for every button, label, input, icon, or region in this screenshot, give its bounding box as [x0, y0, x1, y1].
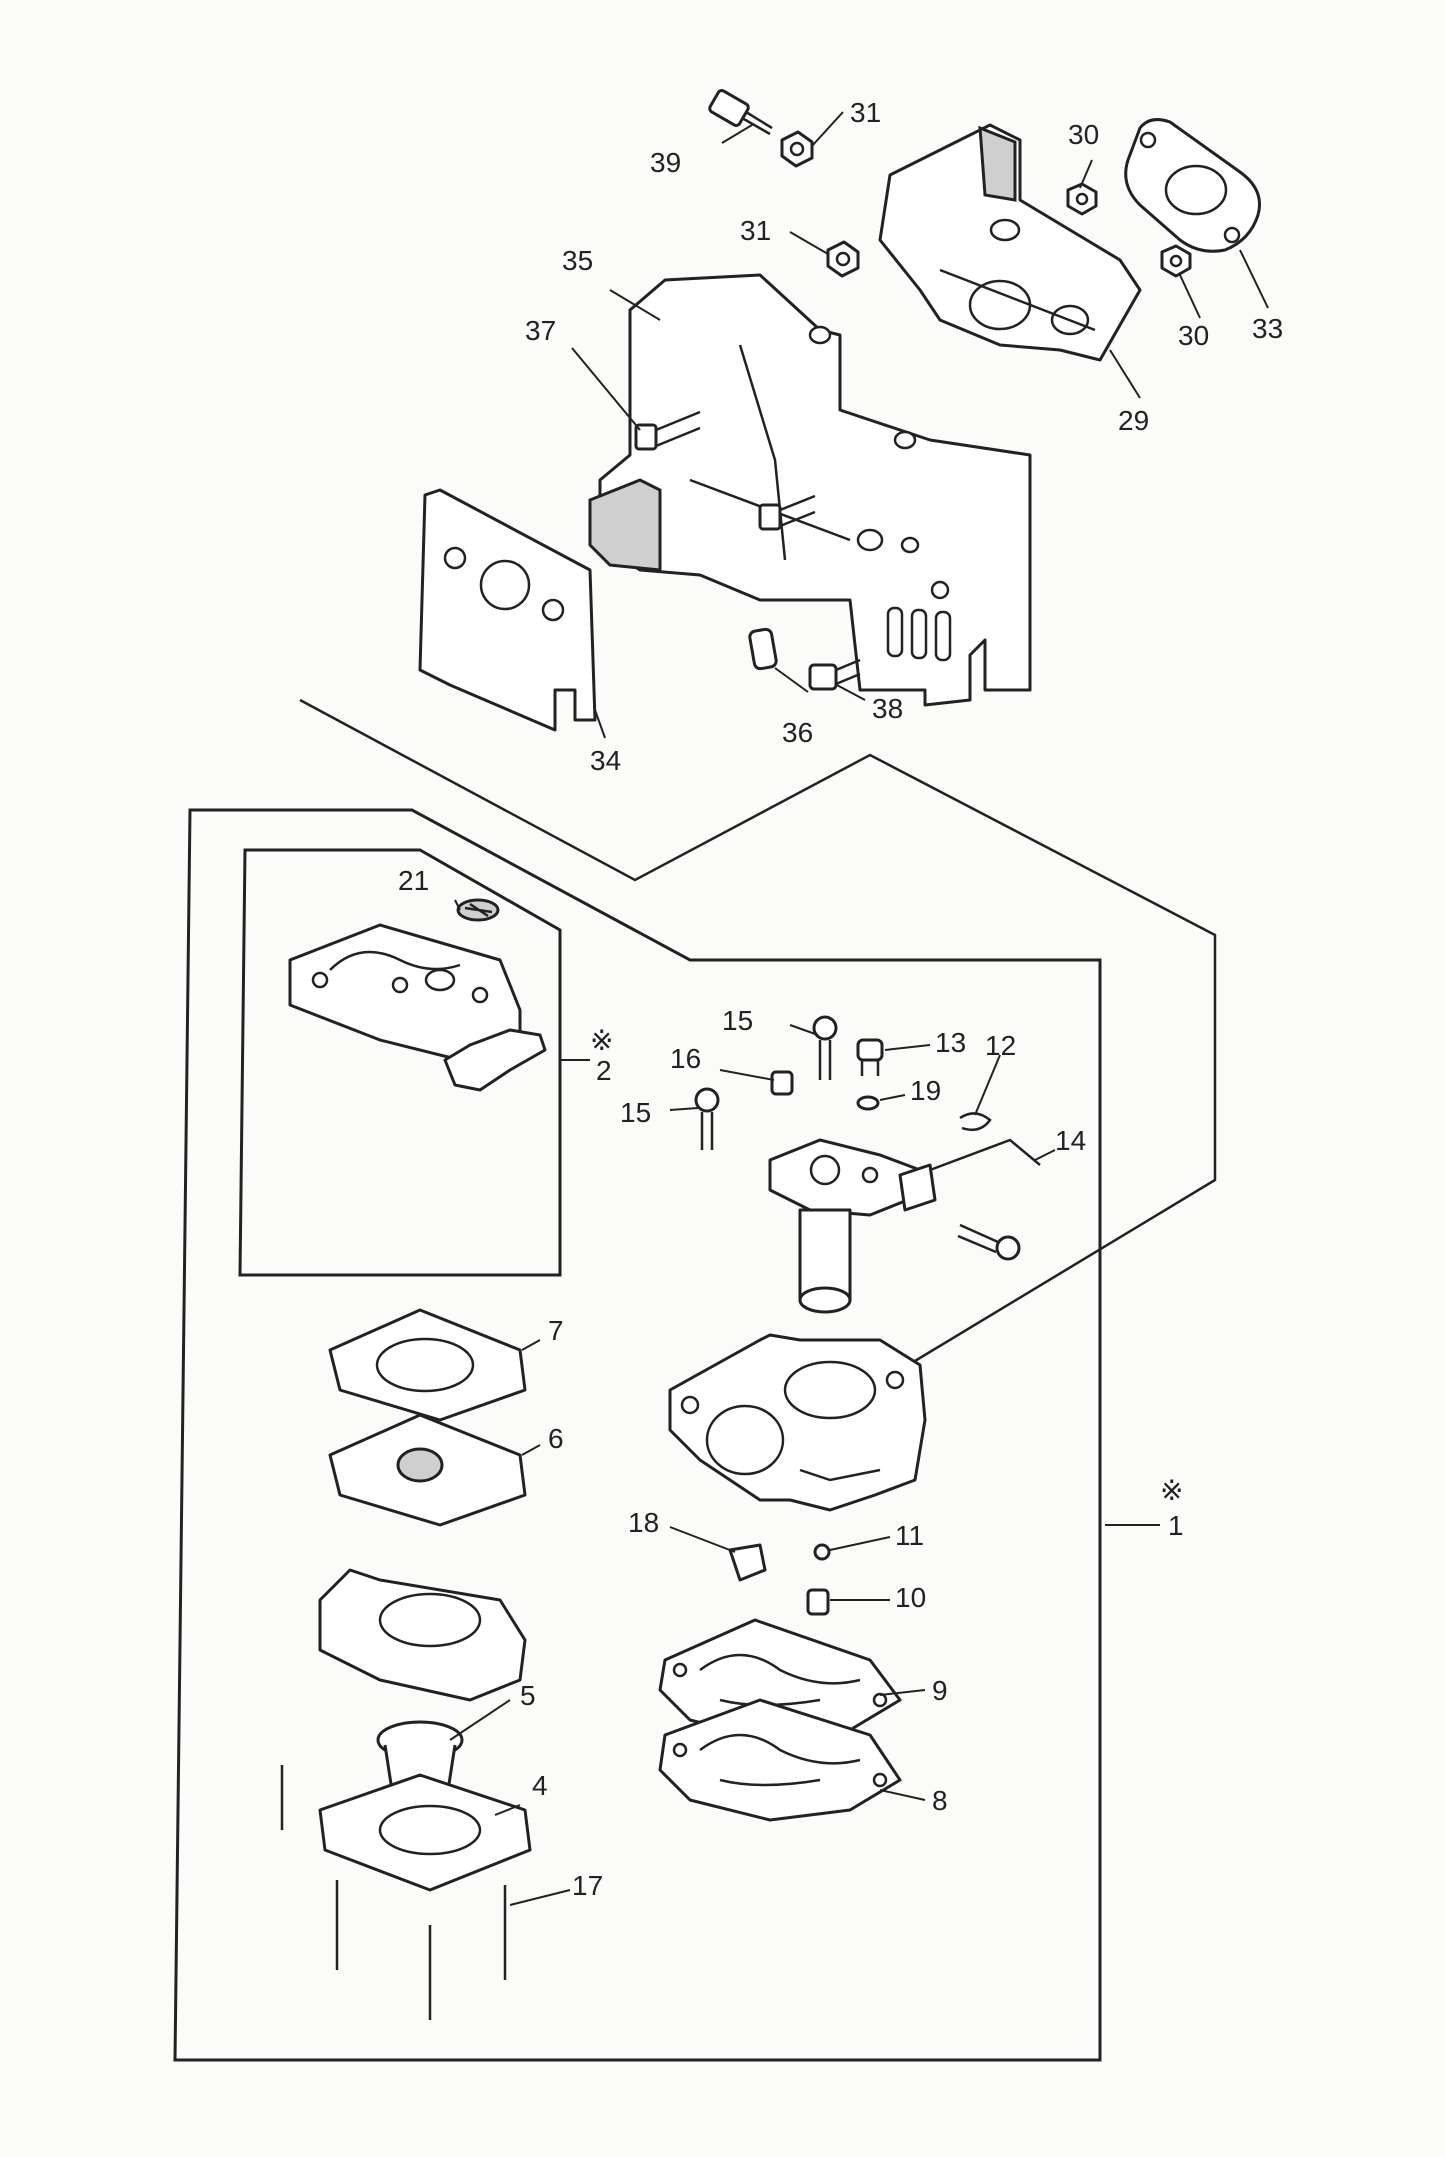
part-9-gasket: [658, 1618, 902, 1742]
part-21-filter-screen: [456, 898, 500, 922]
callout-19: 19: [910, 1075, 941, 1106]
callout-12: 12: [985, 1030, 1016, 1061]
callout-38: 38: [872, 693, 903, 724]
callout-8: 8: [932, 1785, 948, 1816]
part-screw-right: [957, 1223, 1021, 1261]
part-15-screw-upper: [812, 1015, 838, 1080]
callout-16: 16: [670, 1043, 701, 1074]
callout-10: 10: [895, 1582, 926, 1613]
callout-6: 6: [548, 1423, 564, 1454]
callout-5: 5: [520, 1680, 536, 1711]
part-pump-body: [318, 1568, 527, 1702]
part-throttle-lever: [768, 1138, 937, 1314]
part-carburetor-body: [668, 1333, 927, 1512]
callout-7: 7: [548, 1315, 564, 1346]
callout-14: 14: [1055, 1125, 1086, 1156]
part-34-gasket-plate: [418, 488, 597, 732]
part-18-plug: [728, 1543, 767, 1582]
callout-2: 2: [596, 1055, 612, 1086]
part-31-nut-upper: [780, 130, 814, 168]
callout-17: 17: [572, 1870, 603, 1901]
part-7-gasket: [328, 1308, 527, 1422]
callout-31-lower: 31: [740, 215, 771, 246]
part-19-washer: [856, 1095, 880, 1111]
callout-21: 21: [398, 865, 429, 896]
part-4-cover: [318, 1773, 532, 1892]
assembly-frame-1: [173, 808, 1102, 2062]
part-30-nut-upper: [1066, 182, 1098, 216]
part-37-bolt-upper: [634, 410, 701, 451]
callout-35: 35: [562, 245, 593, 276]
part-12-clip: [959, 1112, 992, 1131]
part-6-diaphragm: [328, 1413, 527, 1527]
callout-18: 18: [628, 1507, 659, 1538]
callout-39: 39: [650, 147, 681, 178]
callout-31-upper: 31: [850, 97, 881, 128]
callout-34: 34: [590, 745, 621, 776]
part-2-pump-cover: [288, 923, 547, 1092]
callout-29: 29: [1118, 405, 1149, 436]
callout-33: 33: [1252, 313, 1283, 344]
boundary-line-upper: [299, 698, 1217, 1372]
part-31-nut-lower: [826, 240, 860, 278]
callout-1: 1: [1168, 1510, 1184, 1541]
part-14-shaft: [929, 1138, 1041, 1172]
assembly-frame-2: [238, 848, 562, 1277]
part-33-gasket: [1124, 118, 1261, 253]
part-35-air-cleaner-body: [588, 273, 1032, 707]
part-15-screw-left: [694, 1087, 720, 1150]
callout-37: 37: [525, 315, 556, 346]
part-30-nut-lower: [1160, 244, 1192, 278]
callout-30-upper: 30: [1068, 119, 1099, 150]
callout-2-mark: ※: [590, 1025, 613, 1056]
callout-36: 36: [782, 717, 813, 748]
part-10-jet: [806, 1588, 830, 1616]
part-36-washer: [748, 528, 920, 671]
callout-1-mark: ※: [1160, 1475, 1183, 1506]
part-39-screw: [708, 89, 773, 136]
leader-lines: [449, 111, 1269, 1906]
callout-15-left: 15: [620, 1097, 651, 1128]
part-8-gasket: [658, 1698, 902, 1822]
part-29-insulator: [878, 123, 1142, 362]
part-17-screws: [280, 1765, 507, 2020]
callout-4: 4: [532, 1770, 548, 1801]
callout-11: 11: [895, 1520, 924, 1551]
part-16-plug: [770, 1070, 794, 1096]
part-38-screw: [808, 658, 861, 691]
callout-15-upper: 15: [722, 1005, 753, 1036]
part-11-needle: [813, 1543, 831, 1561]
callout-13: 13: [935, 1027, 966, 1058]
part-37-bolt-lower: [758, 494, 816, 531]
callout-30-lower: 30: [1178, 320, 1209, 351]
callout-9: 9: [932, 1675, 948, 1706]
part-13-screw: [856, 1038, 884, 1076]
